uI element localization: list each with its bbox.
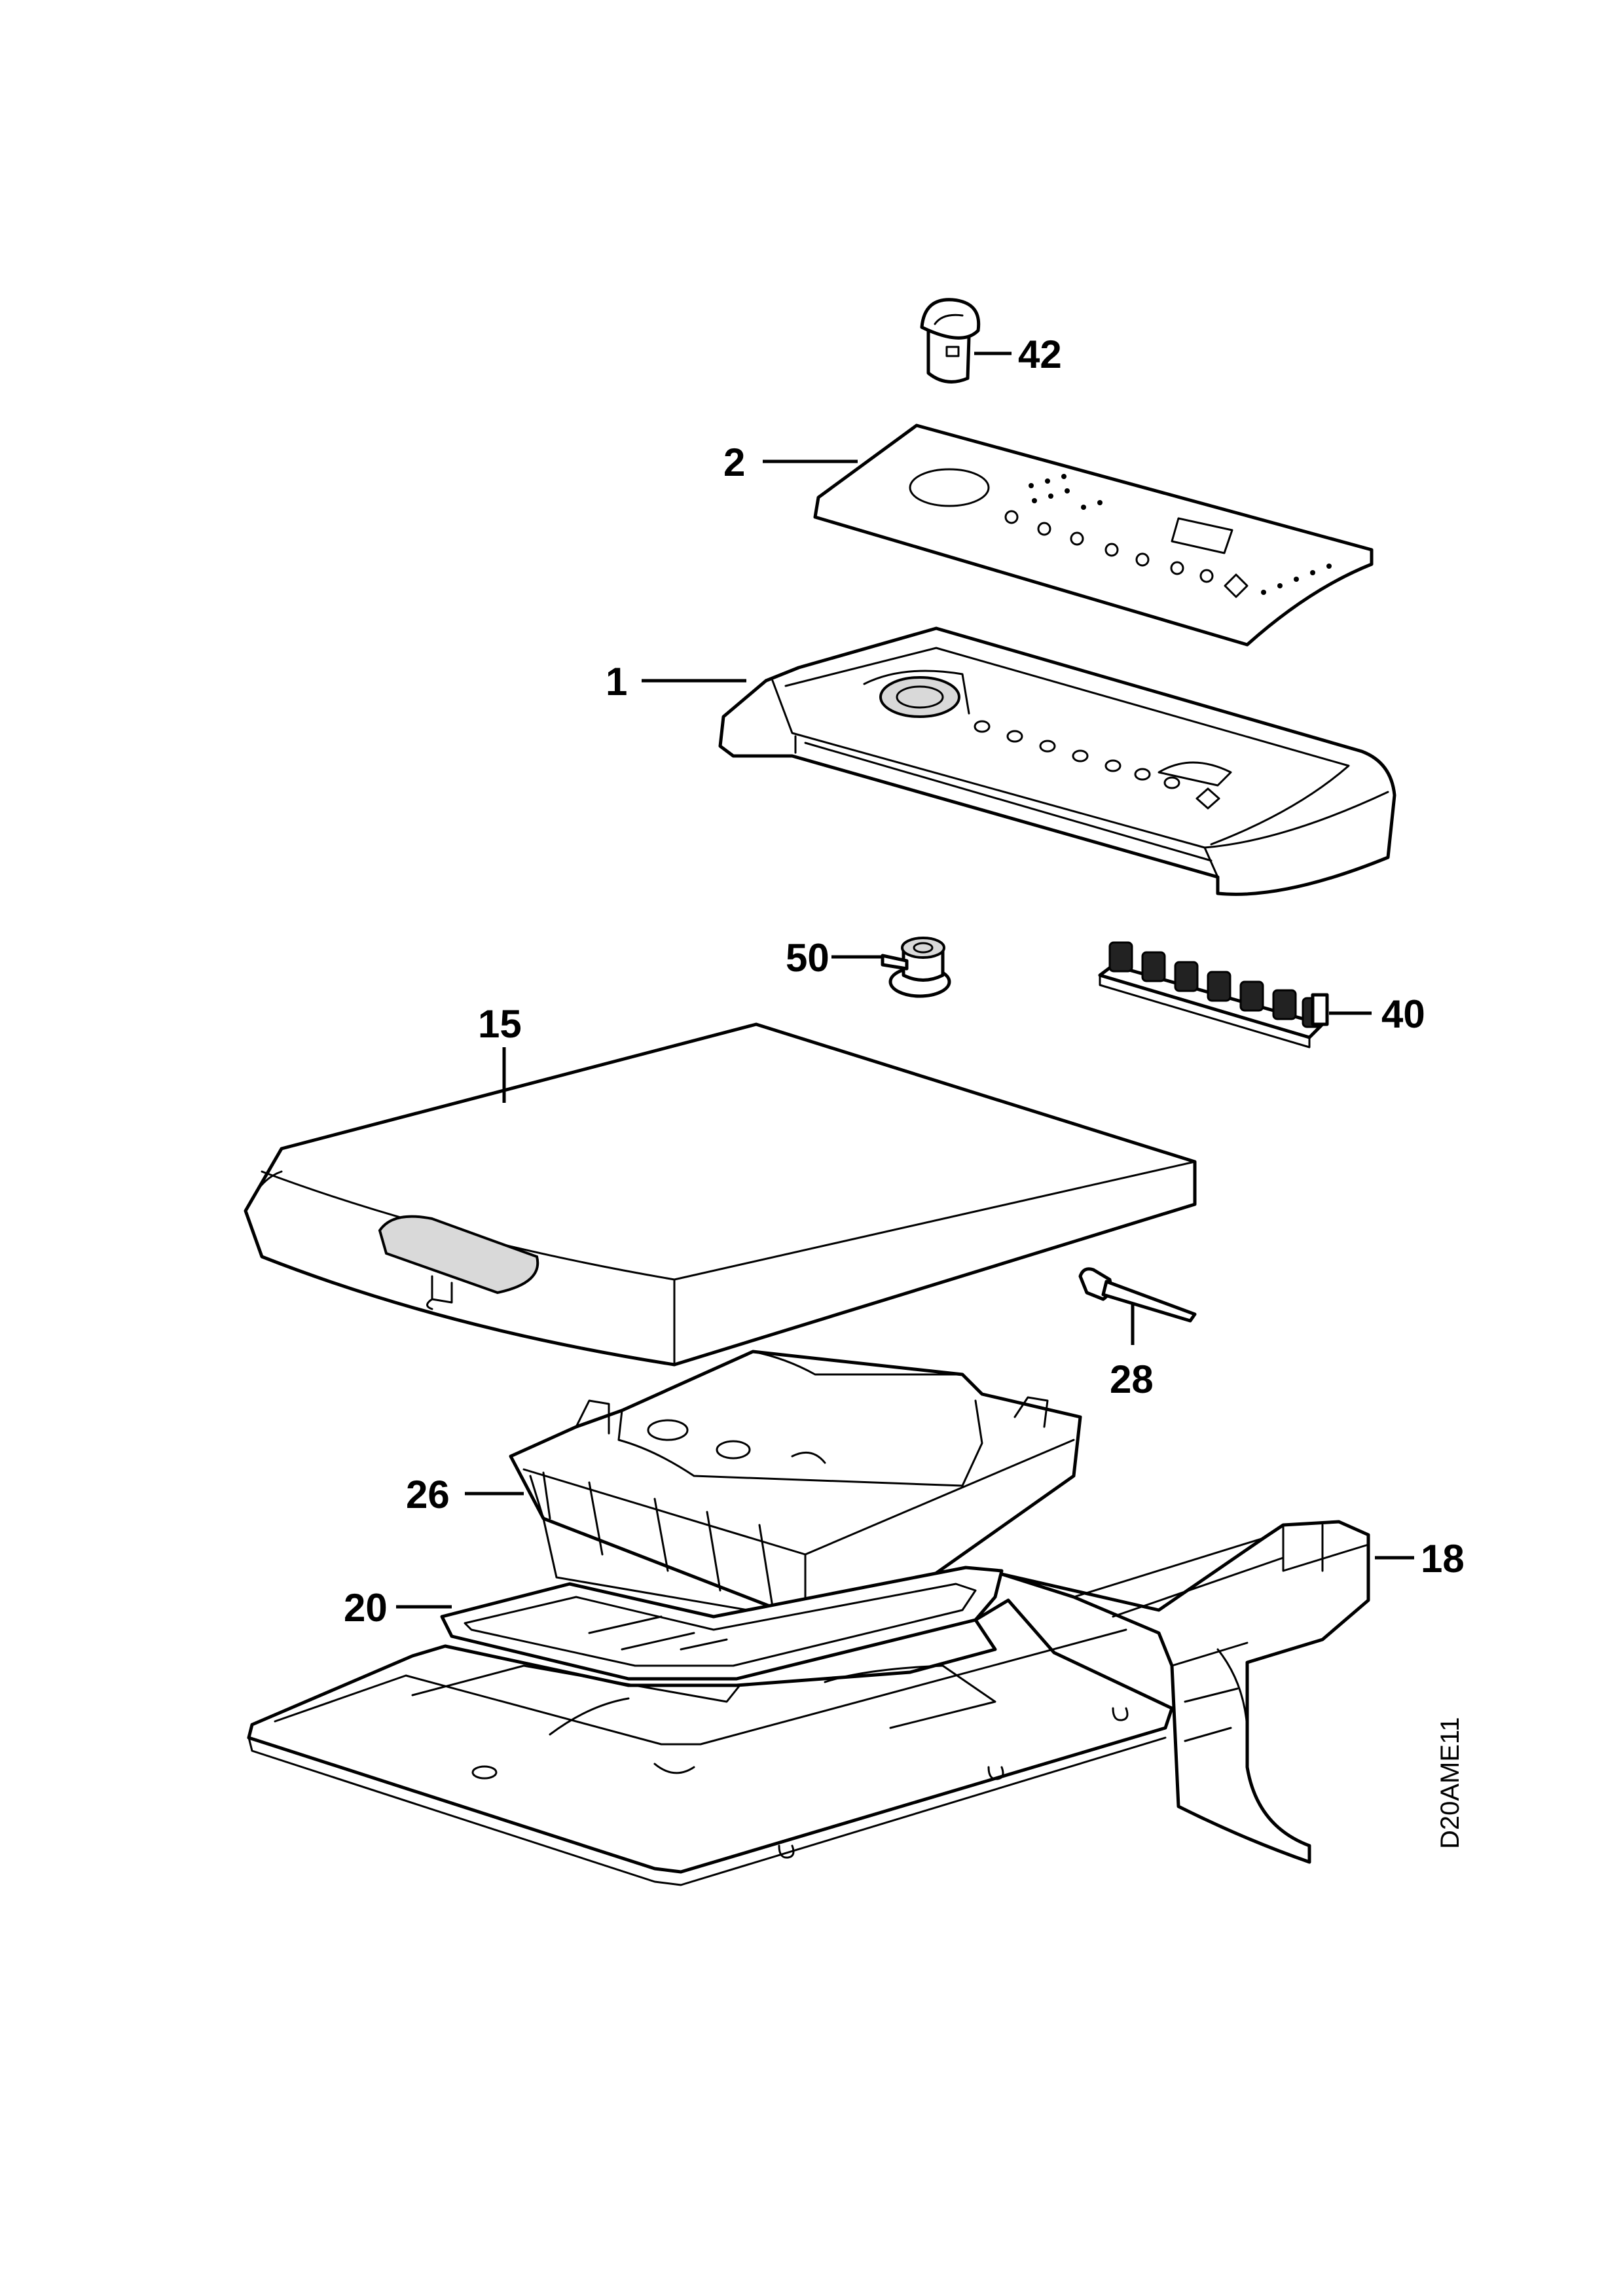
part-label-28: 28 xyxy=(1110,1357,1154,1401)
part-label-40: 40 xyxy=(1381,992,1425,1036)
part-label-1: 1 xyxy=(606,660,627,704)
part-label-15: 15 xyxy=(478,1002,522,1046)
part-40-button-strip[interactable] xyxy=(1098,941,1329,1049)
part-label-50: 50 xyxy=(786,936,830,980)
part-15-lid[interactable] xyxy=(244,1022,1197,1367)
part-1-control-panel-housing[interactable] xyxy=(718,626,1396,896)
part-28-pin[interactable] xyxy=(1078,1267,1197,1323)
part-50-knob-mount[interactable] xyxy=(881,937,951,998)
part-2-control-panel-decal[interactable] xyxy=(813,423,1374,647)
part-label-26: 26 xyxy=(406,1473,450,1516)
part-label-42: 42 xyxy=(1018,332,1062,376)
top-frame xyxy=(247,1598,1174,1886)
part-label-20: 20 xyxy=(344,1586,388,1630)
part-label-18: 18 xyxy=(1421,1537,1465,1581)
drawing-code: D20AME11 xyxy=(1436,1717,1465,1849)
part-18-frame-bracket[interactable] xyxy=(1000,1520,1370,1864)
part-26-detergent-dispenser[interactable] xyxy=(509,1350,1082,1622)
part-label-2: 2 xyxy=(723,440,745,484)
part-42-knob[interactable] xyxy=(920,298,981,384)
part-20-gasket[interactable] xyxy=(440,1566,1004,1681)
